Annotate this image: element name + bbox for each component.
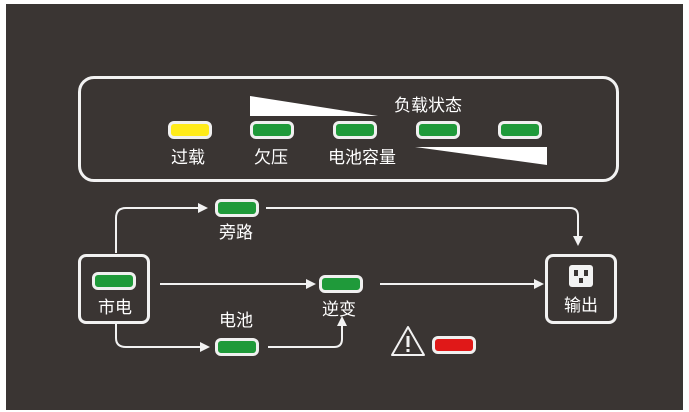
bypass-arrow [198, 203, 208, 213]
battery-led [215, 338, 259, 356]
battery-capacity-label: 电池容量 [328, 148, 396, 168]
undervoltage-label: 欠压 [254, 148, 288, 168]
battery-inverter-line [268, 326, 343, 348]
output-top-arrow [573, 236, 583, 246]
power-socket-icon [569, 265, 593, 287]
bypass-label: 旁路 [219, 223, 253, 243]
battery-capacity-led-3 [498, 121, 542, 139]
mains-node [78, 254, 150, 324]
mains-inverter-arrow [306, 279, 316, 289]
overload-label: 过载 [171, 148, 205, 168]
load-status-box [78, 76, 619, 182]
battery-label: 电池 [219, 311, 253, 331]
battery-inverter-arrow [337, 316, 347, 326]
load-ramp-lower [415, 147, 547, 165]
bypass-line [115, 207, 198, 253]
inverter-label: 逆变 [322, 300, 356, 320]
undervoltage-led [250, 121, 294, 139]
bypass-output-line [266, 207, 579, 236]
mains-led [92, 272, 136, 290]
load-ramp-upper [250, 96, 378, 116]
inverter-led [319, 275, 363, 293]
warning-triangle-icon [391, 326, 425, 356]
output-label: 输出 [564, 296, 598, 316]
battery-capacity-led-1 [333, 121, 377, 139]
mains-label: 市电 [98, 298, 132, 318]
battery-line [115, 322, 200, 348]
bypass-led [215, 199, 259, 217]
battery-capacity-led-2 [416, 121, 460, 139]
battery-arrow [200, 342, 210, 352]
inverter-output-arrow [534, 279, 544, 289]
overload-led [168, 121, 212, 139]
fault-led [432, 336, 476, 354]
load-status-title: 负载状态 [394, 96, 462, 116]
